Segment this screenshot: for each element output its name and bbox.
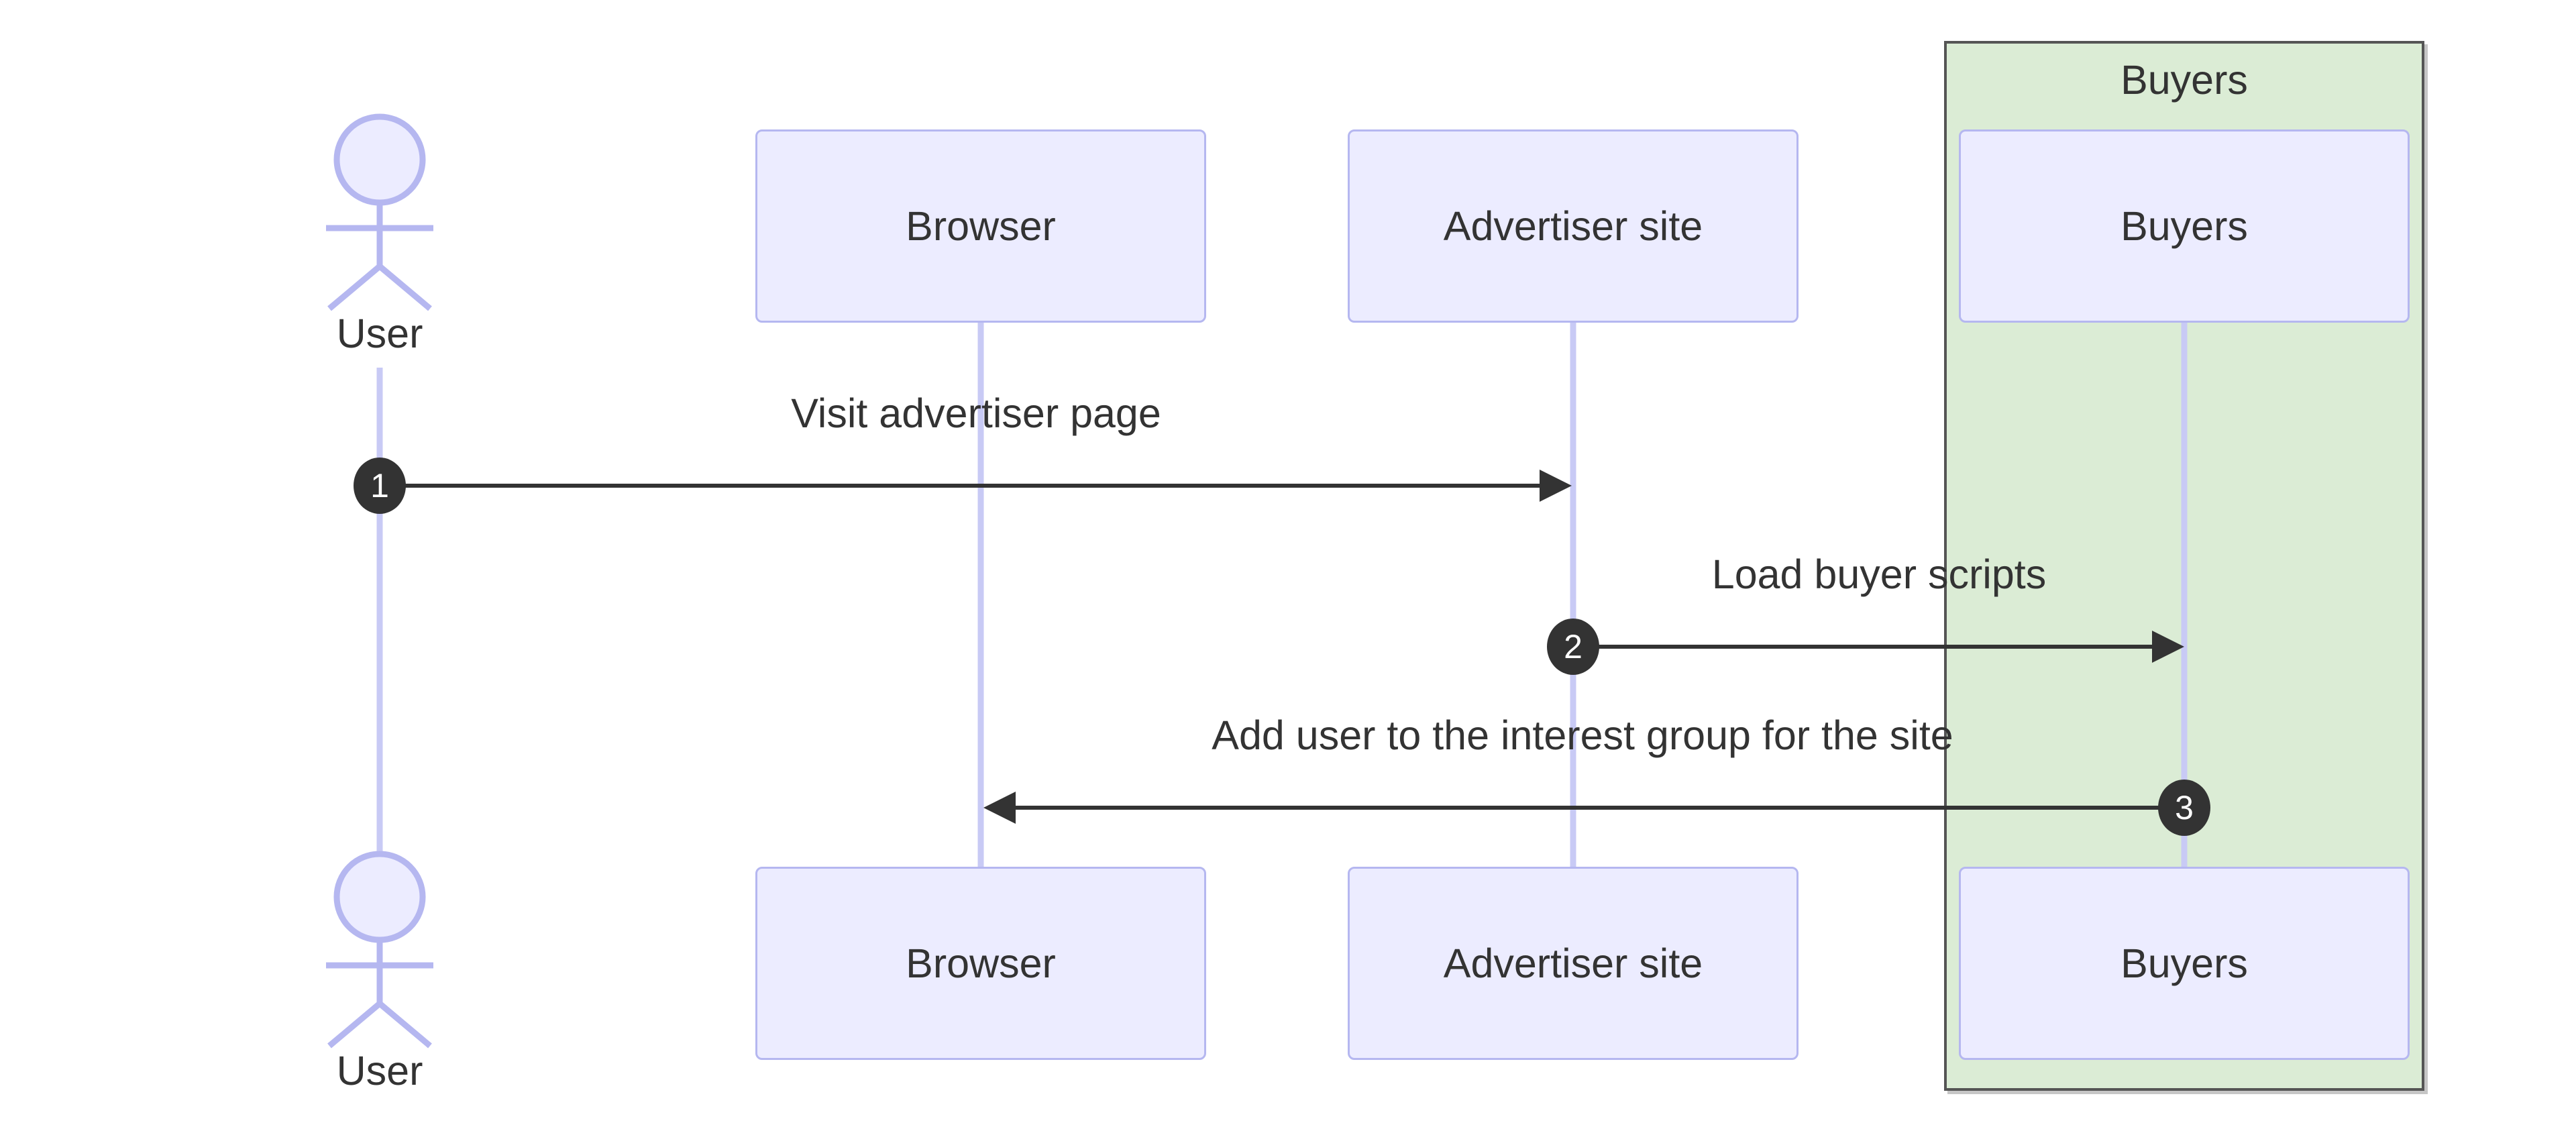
participant-box-advertiser-site-bottom: Advertiser site <box>1348 867 1799 1060</box>
message-arrowhead-2 <box>2152 631 2184 663</box>
message-arrowhead-1 <box>1540 470 1572 502</box>
participant-box-advertiser-site-top: Advertiser site <box>1348 129 1799 323</box>
participant-label: Browser <box>906 203 1056 249</box>
participant-box-buyers-top: Buyers <box>1959 129 2410 323</box>
user-actor-figure-top <box>326 113 433 311</box>
user-actor-label-top: User <box>336 311 423 356</box>
message-label-3: Add user to the interest group for the s… <box>1212 712 1953 758</box>
participant-box-buyers-bottom: Buyers <box>1959 867 2410 1060</box>
message-label-2: Load buyer scripts <box>1711 551 2047 597</box>
buyers-group-title: Buyers <box>2121 57 2248 103</box>
sequence-number-badge-1: 1 <box>354 458 406 514</box>
participant-label: Advertiser site <box>1443 203 1703 249</box>
participant-box-browser-top: Browser <box>755 129 1206 323</box>
user-actor-label-bottom: User <box>336 1048 423 1093</box>
sequence-number-badge-3: 3 <box>2158 780 2210 836</box>
participant-box-browser-bottom: Browser <box>755 867 1206 1060</box>
message-label-1: Visit advertiser page <box>791 390 1161 436</box>
sequence-number-badge-2: 2 <box>1547 619 1599 675</box>
participant-label: Browser <box>906 941 1056 986</box>
message-arrowhead-3 <box>983 792 1016 824</box>
participant-label: Buyers <box>2121 941 2248 986</box>
participant-label: Buyers <box>2121 203 2248 249</box>
participant-label: Advertiser site <box>1443 941 1703 986</box>
user-actor-figure-bottom <box>326 851 433 1049</box>
